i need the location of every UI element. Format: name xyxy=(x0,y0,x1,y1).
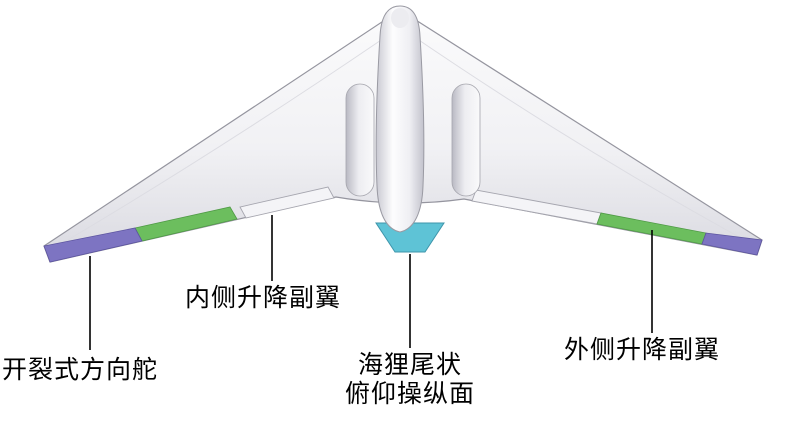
split-rudder-left-surface xyxy=(43,227,143,263)
inboard-elevon-left-panel xyxy=(239,186,335,219)
beaver-tail-surface xyxy=(375,222,445,253)
wing-crease-left xyxy=(55,33,391,248)
fuselage-pod xyxy=(375,5,425,233)
label-beaver-tail-line2: 俯仰操纵面 xyxy=(344,380,475,408)
split-rudder-right-surface xyxy=(701,232,763,256)
engine-nacelle-right xyxy=(451,83,481,197)
label-inboard-elevon: 内侧升降副翼 xyxy=(185,285,342,312)
engine-nacelle-left xyxy=(345,83,375,197)
wing-crease-right xyxy=(409,33,751,244)
nose-highlight xyxy=(391,8,409,28)
label-beaver-tail: 海狸尾状 俯仰操纵面 xyxy=(322,352,498,410)
label-beaver-tail-line1: 海狸尾状 xyxy=(357,352,462,379)
label-outboard-elevon: 外侧升降副翼 xyxy=(564,337,721,364)
label-split-rudder: 开裂式方向舵 xyxy=(2,357,159,384)
